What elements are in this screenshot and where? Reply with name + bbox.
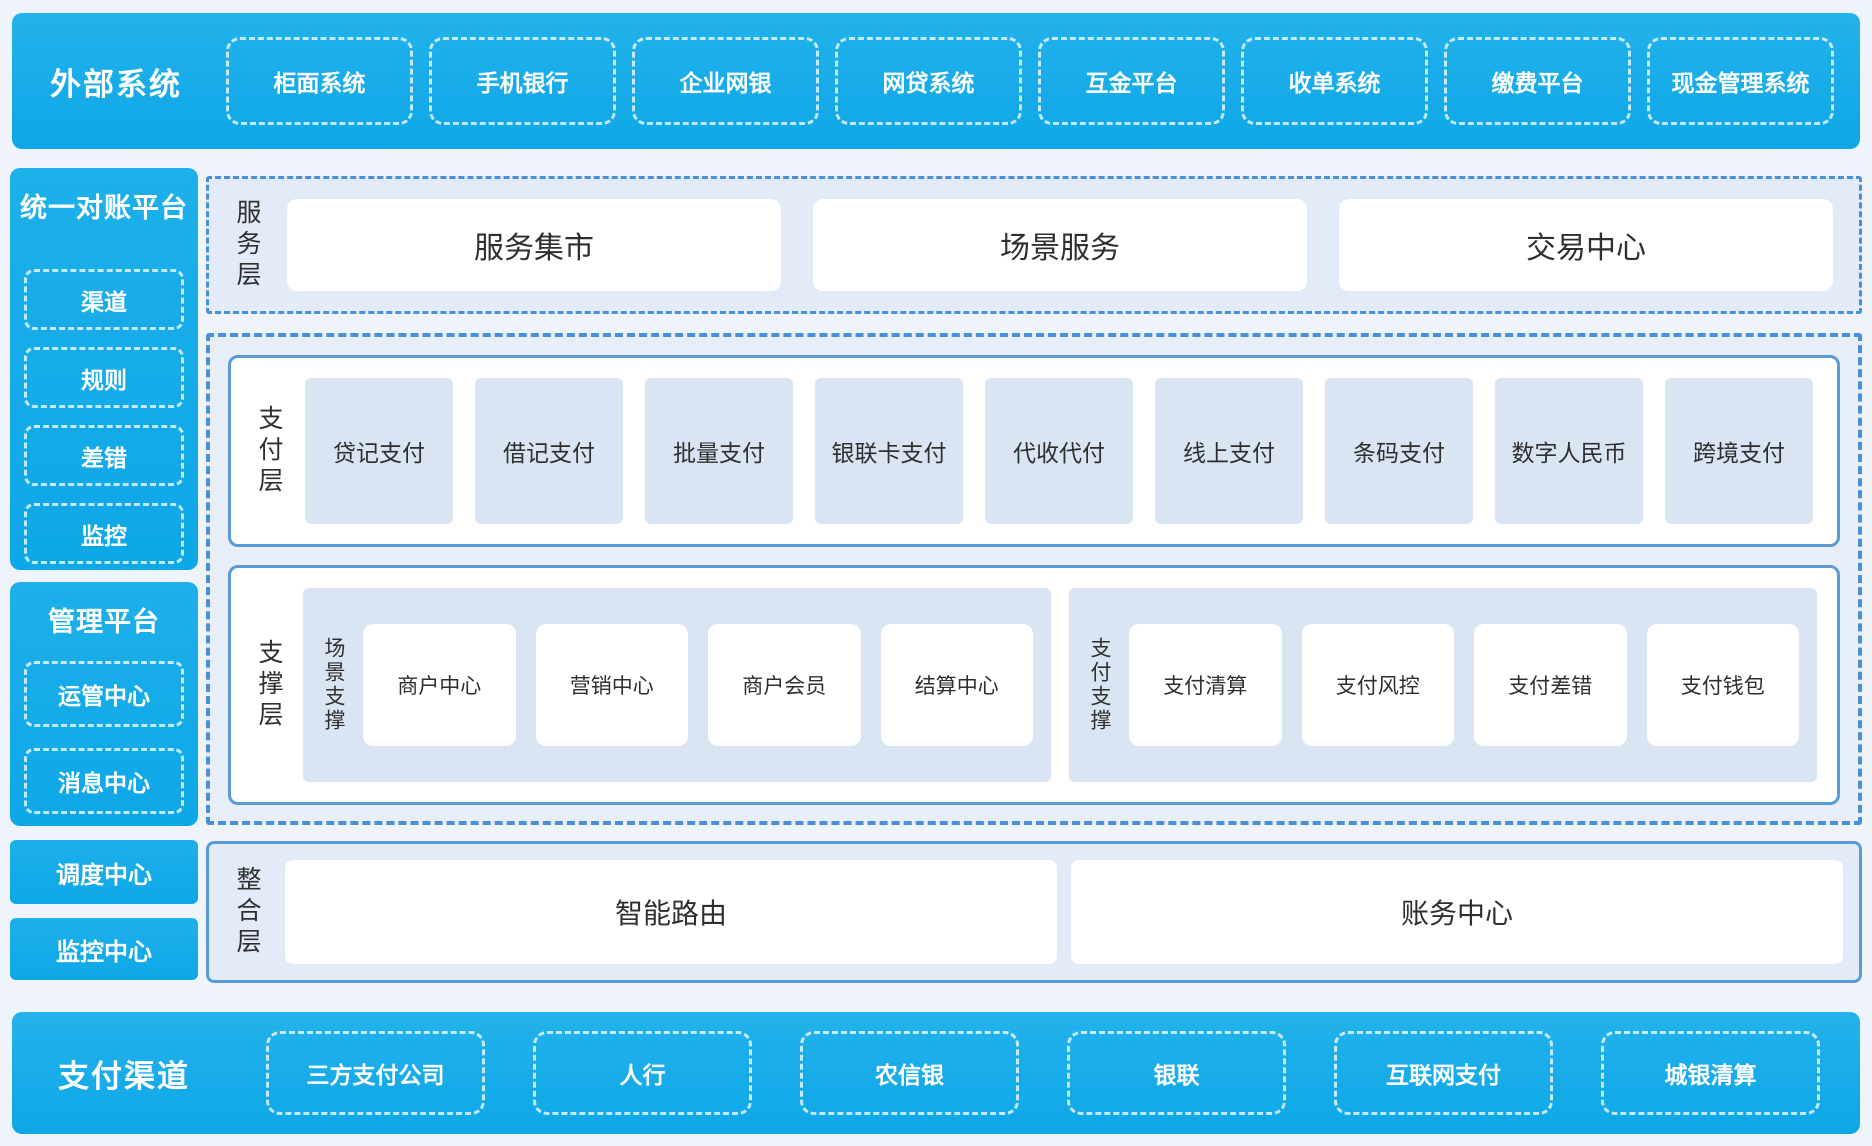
external-systems-list: 柜面系统 手机银行 企业网银 网贷系统 互金平台 收单系统 缴费平台 现金管理系… [226, 37, 1834, 125]
integration-item: 智能路由 [285, 860, 1057, 964]
support-card: 结算中心 [880, 624, 1033, 746]
reconciliation-items: 渠道 规则 差错 监控 [10, 269, 198, 564]
payment-channels-label: 支付渠道 [58, 1058, 190, 1095]
payment-item: 银联卡支付 [815, 378, 963, 524]
external-systems-label: 外部系统 [50, 66, 182, 103]
reconciliation-item: 监控 [24, 503, 184, 564]
external-systems-bar: 外部系统 柜面系统 手机银行 企业网银 网贷系统 互金平台 收单系统 缴费平台 … [12, 13, 1860, 149]
payment-channel-box: 互联网支付 [1334, 1031, 1553, 1115]
integration-item: 账务中心 [1071, 860, 1843, 964]
payment-channel-box: 农信银 [800, 1031, 1019, 1115]
external-system-box: 柜面系统 [226, 37, 413, 125]
payment-item: 贷记支付 [305, 378, 453, 524]
monitor-center-block: 监控中心 [10, 918, 198, 980]
support-card: 营销中心 [535, 624, 688, 746]
reconciliation-platform-title: 统一对账平台 [20, 193, 188, 224]
reconciliation-platform-block: 统一对账平台 渠道 规则 差错 监控 [10, 168, 198, 570]
reconciliation-item: 渠道 [24, 269, 184, 330]
external-system-box: 互金平台 [1038, 37, 1225, 125]
payment-channel-box: 银联 [1067, 1031, 1286, 1115]
support-layer-label: 支撑层 [255, 638, 284, 732]
management-platform-block: 管理平台 运管中心 消息中心 [10, 582, 198, 826]
payment-item: 借记支付 [475, 378, 623, 524]
scene-support-cards: 商户中心 营销中心 商户会员 结算中心 [363, 624, 1033, 746]
management-item: 运管中心 [24, 661, 184, 727]
management-items: 运管中心 消息中心 [10, 661, 198, 814]
support-layer-groups: 场景支撑 商户中心 营销中心 商户会员 结算中心 支付支撑 支付清算 支付风控 … [303, 588, 1817, 782]
external-system-box: 手机银行 [429, 37, 616, 125]
support-card: 支付差错 [1474, 624, 1627, 746]
integration-layer: 整合层 智能路由 账务中心 [206, 841, 1862, 983]
support-card: 商户中心 [363, 624, 516, 746]
payment-item: 数字人民币 [1495, 378, 1643, 524]
scene-support-label: 场景支撑 [322, 637, 346, 733]
service-layer-item: 场景服务 [813, 199, 1307, 291]
integration-layer-label: 整合层 [233, 865, 262, 959]
payment-channels-list: 三方支付公司 人行 农信银 银联 互联网支付 城银清算 [266, 1031, 1820, 1115]
external-system-box: 收单系统 [1241, 37, 1428, 125]
payment-support-group: 支付支撑 支付清算 支付风控 支付差错 支付钱包 [1069, 588, 1817, 782]
support-card: 支付钱包 [1646, 624, 1799, 746]
payment-item: 批量支付 [645, 378, 793, 524]
support-card: 支付风控 [1301, 624, 1454, 746]
management-platform-title: 管理平台 [48, 607, 160, 638]
payment-channel-box: 人行 [533, 1031, 752, 1115]
payment-channels-bar: 支付渠道 三方支付公司 人行 农信银 银联 互联网支付 城银清算 [12, 1012, 1860, 1134]
payment-item: 条码支付 [1325, 378, 1473, 524]
payment-support-label: 支付支撑 [1088, 637, 1112, 733]
reconciliation-item: 差错 [24, 425, 184, 486]
external-system-box: 缴费平台 [1444, 37, 1631, 125]
integration-layer-boxes: 智能路由 账务中心 [285, 860, 1843, 964]
service-layer-label: 服务层 [233, 198, 262, 292]
scene-support-group: 场景支撑 商户中心 营销中心 商户会员 结算中心 [303, 588, 1051, 782]
service-layer-boxes: 服务集市 场景服务 交易中心 [287, 199, 1833, 291]
payment-item: 代收代付 [985, 378, 1133, 524]
service-layer: 服务层 服务集市 场景服务 交易中心 [206, 176, 1862, 314]
payment-item: 线上支付 [1155, 378, 1303, 524]
payment-channel-box: 三方支付公司 [266, 1031, 485, 1115]
payment-channel-box: 城银清算 [1601, 1031, 1820, 1115]
payment-layer: 支付层 贷记支付 借记支付 批量支付 银联卡支付 代收代付 线上支付 条码支付 … [228, 355, 1840, 547]
dispatch-center-block: 调度中心 [10, 840, 198, 904]
reconciliation-item: 规则 [24, 347, 184, 408]
payment-layer-items: 贷记支付 借记支付 批量支付 银联卡支付 代收代付 线上支付 条码支付 数字人民… [305, 378, 1813, 524]
external-system-box: 企业网银 [632, 37, 819, 125]
payment-layer-label: 支付层 [255, 404, 284, 498]
external-system-box: 现金管理系统 [1647, 37, 1834, 125]
core-layers-container: 支付层 贷记支付 借记支付 批量支付 银联卡支付 代收代付 线上支付 条码支付 … [206, 333, 1862, 825]
support-card: 支付清算 [1129, 624, 1282, 746]
external-system-box: 网贷系统 [835, 37, 1022, 125]
payment-item: 跨境支付 [1665, 378, 1813, 524]
payment-support-cards: 支付清算 支付风控 支付差错 支付钱包 [1129, 624, 1799, 746]
management-item: 消息中心 [24, 748, 184, 814]
support-layer: 支撑层 场景支撑 商户中心 营销中心 商户会员 结算中心 支付支撑 支付清算 支… [228, 565, 1840, 805]
service-layer-item: 交易中心 [1339, 199, 1833, 291]
service-layer-item: 服务集市 [287, 199, 781, 291]
support-card: 商户会员 [708, 624, 861, 746]
